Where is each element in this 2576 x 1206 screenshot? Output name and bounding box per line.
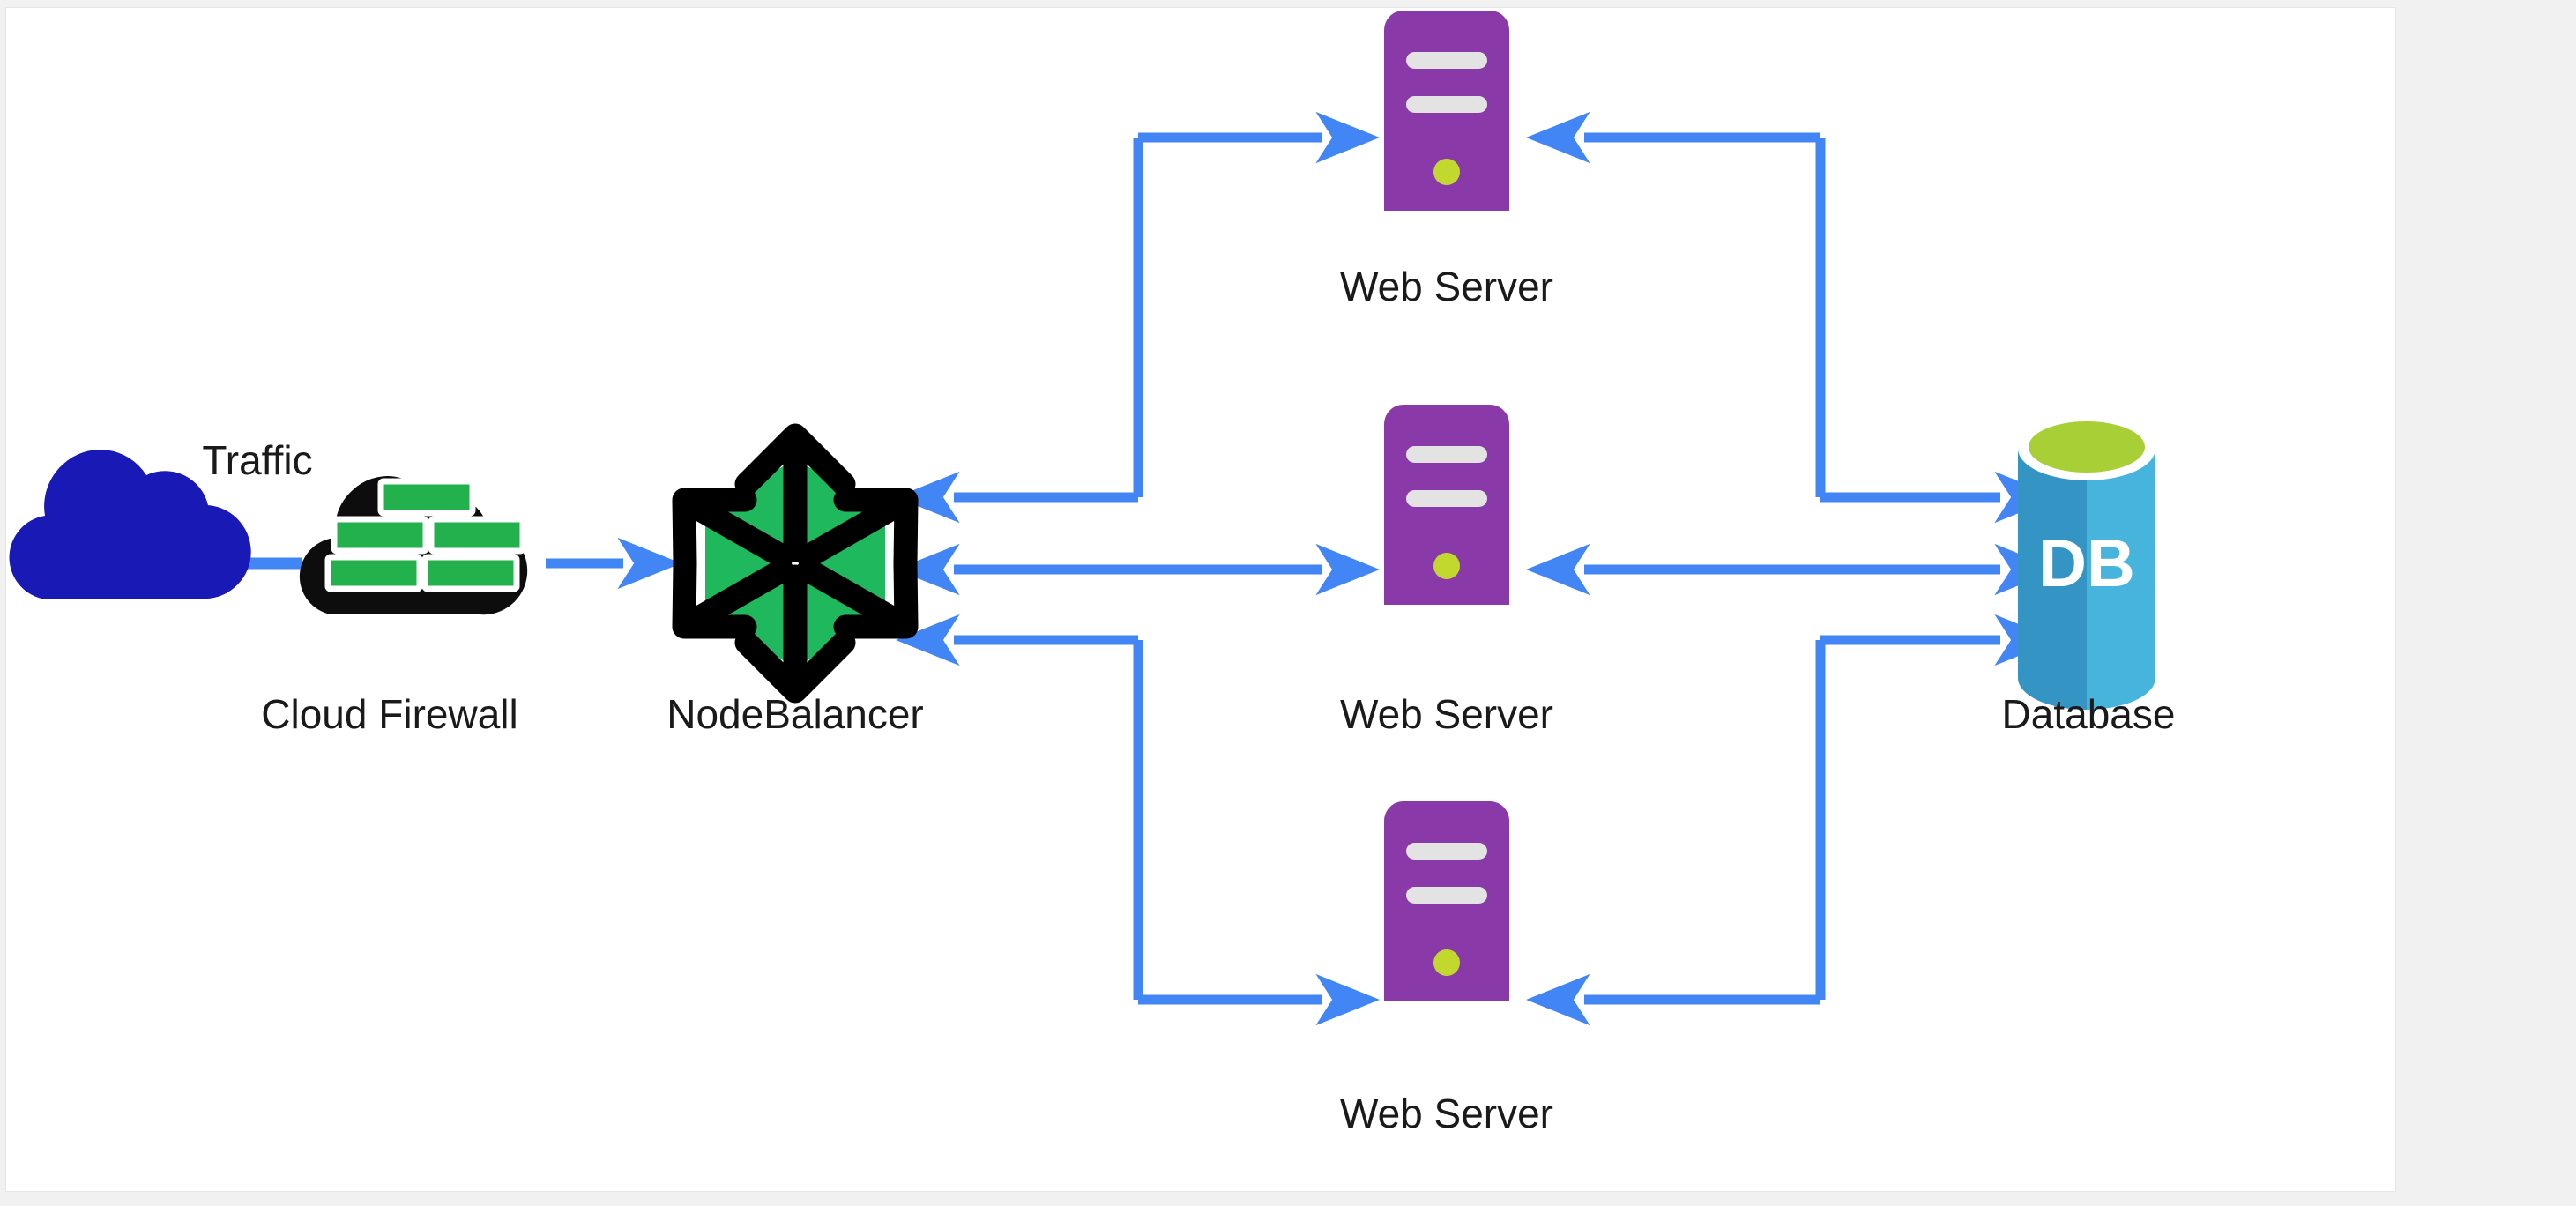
database-label: Database <box>2002 691 2176 737</box>
cloud-icon <box>9 450 251 599</box>
traffic-label: Traffic <box>202 437 312 483</box>
server-icon <box>1384 11 1509 211</box>
server-icon <box>1384 801 1509 1001</box>
architecture-diagram: DB Traffic Cloud Firewall NodeBalancer W… <box>9 11 2176 1136</box>
database-icon: DB <box>2018 417 2155 710</box>
edge-layer <box>246 111 2059 1026</box>
database-icon-text: DB <box>2038 526 2135 601</box>
web-server-3-label: Web Server <box>1340 1091 1553 1136</box>
nodebalancer-icon <box>672 423 919 704</box>
nodebalancer-label: NodeBalancer <box>666 691 924 737</box>
cloud-firewall-label: Cloud Firewall <box>261 691 517 737</box>
diagram-canvas: DB Traffic Cloud Firewall NodeBalancer W… <box>5 7 2396 1192</box>
web-server-2-label: Web Server <box>1340 691 1553 737</box>
web-server-1-label: Web Server <box>1340 264 1553 309</box>
firewall-cloud-icon <box>299 476 528 615</box>
server-icon <box>1384 405 1509 605</box>
firewall-bricks-icon <box>324 478 526 592</box>
